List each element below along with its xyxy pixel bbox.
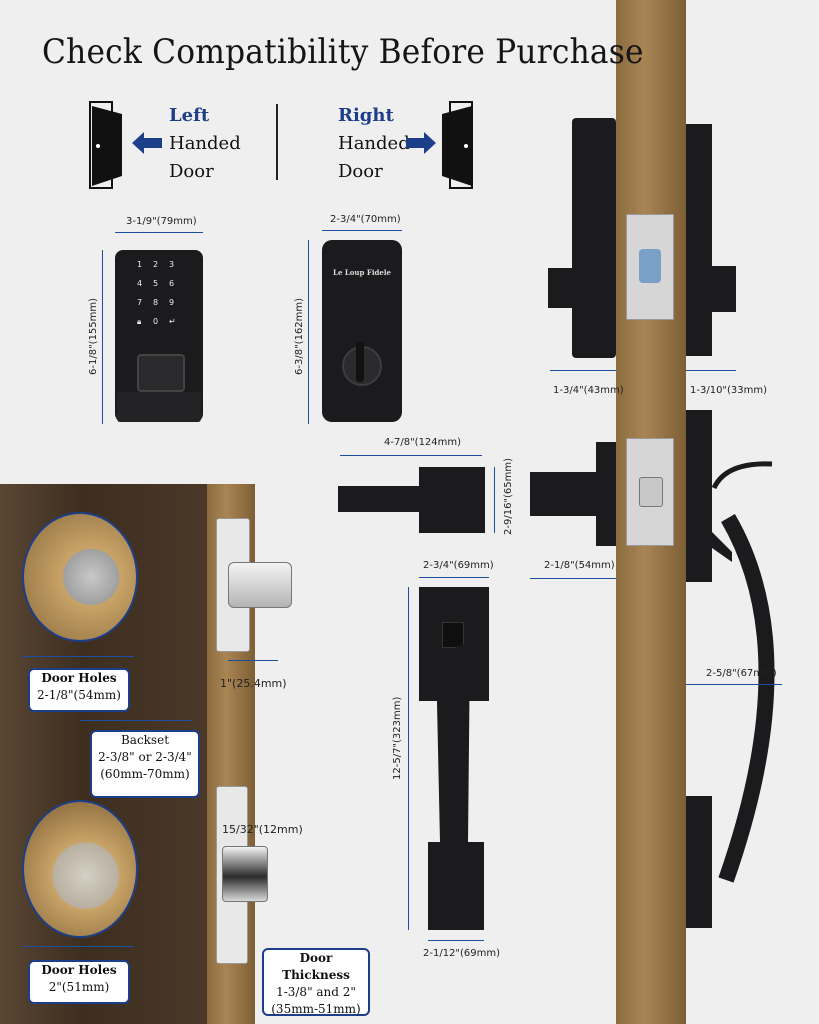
- latch-plate: [626, 214, 674, 320]
- left-door-icon: [89, 101, 122, 189]
- keypad-key[interactable]: 1: [137, 260, 143, 269]
- interior-lock: Le Loup Fidele: [322, 240, 402, 422]
- handle-side-top: [686, 410, 712, 582]
- strike-label: 15/32"(12mm): [222, 823, 303, 836]
- door-hole-top-illustration: [22, 512, 138, 642]
- keypad-key[interactable]: 5: [153, 279, 159, 288]
- arrow-left-icon: [132, 132, 162, 154]
- keypad-handle: [117, 392, 201, 422]
- keypad-key[interactable]: 3: [169, 260, 175, 269]
- side-view-body: [572, 118, 616, 358]
- thumb-latch[interactable]: [442, 622, 464, 648]
- dim-line: [428, 940, 484, 941]
- latch-bolt: [639, 477, 663, 507]
- handle-bottom-width-label: 2-1/12"(69mm): [423, 948, 501, 959]
- handle-depth-label: 2-5/8"(67mm): [706, 668, 777, 679]
- latch-side-label: 2-1/8"(54mm): [544, 560, 615, 571]
- lever-arm[interactable]: [338, 486, 468, 512]
- keypad-height-label: 6-1/8"(155mm): [88, 297, 99, 375]
- keypad-width-label: 3-1/9"(79mm): [126, 216, 197, 227]
- door-holes-bottom-box: Door Holes 2"(51mm): [28, 960, 130, 1004]
- dim-line: [419, 577, 489, 578]
- dim-line: [494, 467, 495, 533]
- handle-side-bottom: [686, 796, 712, 928]
- lever-length-label: 4-7/8"(124mm): [384, 437, 462, 448]
- keypad-lock: 1 2 3 4 5 6 7 8 9 🔒︎ 0 ↵: [115, 250, 203, 422]
- dim-line: [686, 684, 782, 685]
- dim-line: [102, 250, 103, 424]
- side-view-tail: [712, 266, 736, 312]
- dim-line: [530, 578, 616, 579]
- deadbolt-front: [222, 846, 268, 902]
- side-right-label: 1-3/10"(33mm): [690, 385, 768, 396]
- door-thickness-box: Door Thickness 1-3/8" and 2" (35mm-51mm): [262, 948, 370, 1016]
- handle-side-curve: [711, 461, 775, 883]
- keypad-key[interactable]: 8: [153, 298, 159, 307]
- dim-line: [408, 587, 409, 930]
- arrow-right-icon: [406, 132, 436, 154]
- dim-line: [686, 370, 736, 371]
- interior-width-label: 2-3/4"(70mm): [330, 214, 401, 225]
- handle-height-label: 12-5/7"(323mm): [392, 696, 403, 780]
- latch-plate-lower: [626, 438, 674, 546]
- right-handed-label: Right Handed Door: [338, 105, 410, 182]
- side-left-label: 1-3/4"(43mm): [553, 385, 624, 396]
- dim-line: [308, 240, 309, 424]
- deadbolt-end: [639, 249, 661, 283]
- dim-line: [22, 946, 134, 947]
- handle-grip[interactable]: [430, 636, 480, 846]
- dim-line: [228, 660, 278, 661]
- dim-line: [340, 455, 482, 456]
- lock-icon[interactable]: 🔒︎: [137, 317, 142, 326]
- side-view-tail: [548, 268, 572, 308]
- dim-line: [322, 230, 402, 231]
- enter-icon[interactable]: ↵: [169, 317, 176, 326]
- handle-top-width-label: 2-3/4"(69mm): [423, 560, 494, 571]
- handle-bottom-plate: [428, 842, 484, 930]
- keypad-key[interactable]: 9: [169, 298, 175, 307]
- keypad-key[interactable]: 4: [137, 279, 143, 288]
- right-door-icon: [442, 101, 473, 189]
- thumb-turn-knob: [356, 342, 364, 382]
- dim-line: [22, 656, 134, 657]
- backset-box: Backset 2-3/8" or 2-3/4" (60mm-70mm): [90, 730, 200, 798]
- left-handed-label: Left Handed Door: [169, 105, 241, 182]
- keypad-key[interactable]: 0: [153, 317, 159, 326]
- door-hole-bottom-illustration: [22, 800, 138, 938]
- brand-label: Le Loup Fidele: [333, 268, 391, 277]
- page-title: Check Compatibility Before Purchase: [42, 32, 644, 72]
- latch-bolt-front: [228, 562, 292, 608]
- interior-height-label: 6-3/8"(162mm): [294, 297, 305, 375]
- dim-line: [115, 232, 203, 233]
- latch-side-tail: [530, 472, 596, 516]
- fingerprint-sensor[interactable]: [137, 354, 185, 392]
- door-holes-top-box: Door Holes 2-1/8"(54mm): [28, 668, 130, 712]
- latch-side-body: [596, 442, 616, 546]
- latch-depth-label: 1"(25.4mm): [220, 677, 287, 690]
- keypad-key[interactable]: 2: [153, 260, 159, 269]
- side-view-body-right: [686, 124, 712, 356]
- keypad-key[interactable]: 6: [169, 279, 175, 288]
- divider: [276, 104, 278, 180]
- keypad-key[interactable]: 7: [137, 298, 143, 307]
- dim-line: [80, 720, 192, 721]
- dim-line: [550, 370, 616, 371]
- lever-height-label: 2-9/16"(65mm): [503, 457, 514, 535]
